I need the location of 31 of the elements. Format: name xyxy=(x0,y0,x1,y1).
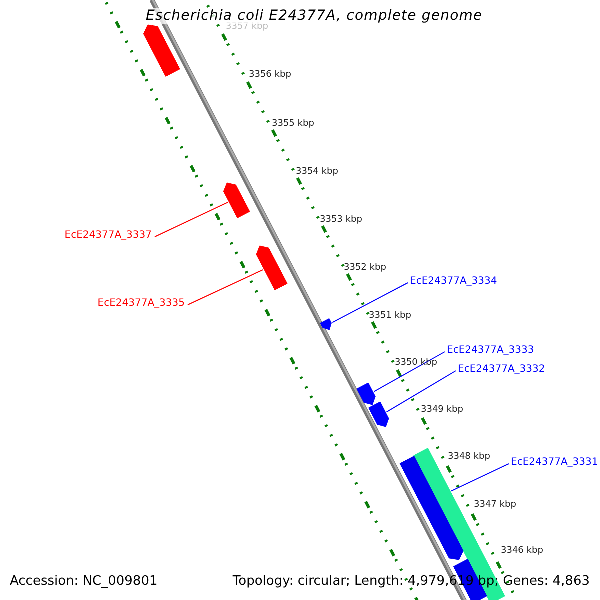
gene-feature xyxy=(368,402,390,428)
gene-feature xyxy=(356,382,376,406)
tick-label: 3346 kbp xyxy=(501,546,544,556)
gene-label: EcE24377A_3333 xyxy=(447,345,534,356)
leader-line xyxy=(188,269,264,306)
tick-label: 3356 kbp xyxy=(249,70,292,80)
gene-feature xyxy=(256,246,288,290)
leader-line xyxy=(451,464,510,492)
leader-line xyxy=(332,282,408,324)
gene-label: EcE24377A_3332 xyxy=(458,364,546,375)
tick-label: 3351 kbp xyxy=(369,311,412,321)
tick-label: 3354 kbp xyxy=(296,167,338,177)
tick-label: 3357 kbp xyxy=(226,22,268,32)
tick-label: 3353 kbp xyxy=(320,215,362,225)
gene-feature xyxy=(143,24,180,77)
leader-line xyxy=(374,352,446,392)
leader-line xyxy=(154,202,229,238)
gene-feature xyxy=(320,318,332,330)
tick-label: 3352 kbp xyxy=(344,263,386,273)
gene-label: EcE24377A_3337 xyxy=(64,230,152,241)
gene-label: EcE24377A_3335 xyxy=(98,298,185,309)
title: Escherichia coli E24377A, complete genome xyxy=(146,8,483,24)
tick-label: 3348 kbp xyxy=(448,452,490,462)
tick-label: 3347 kbp xyxy=(474,500,516,510)
tick-label: 3355 kbp xyxy=(272,119,314,129)
gene-feature xyxy=(223,182,250,218)
gene-label: EcE24377A_3331 xyxy=(511,457,598,468)
accession-text: Accession: NC_009801 xyxy=(10,574,158,589)
tick-label: 3349 kbp xyxy=(421,405,464,415)
gene-label: EcE24377A_3334 xyxy=(410,276,498,287)
leader-line xyxy=(386,370,456,413)
